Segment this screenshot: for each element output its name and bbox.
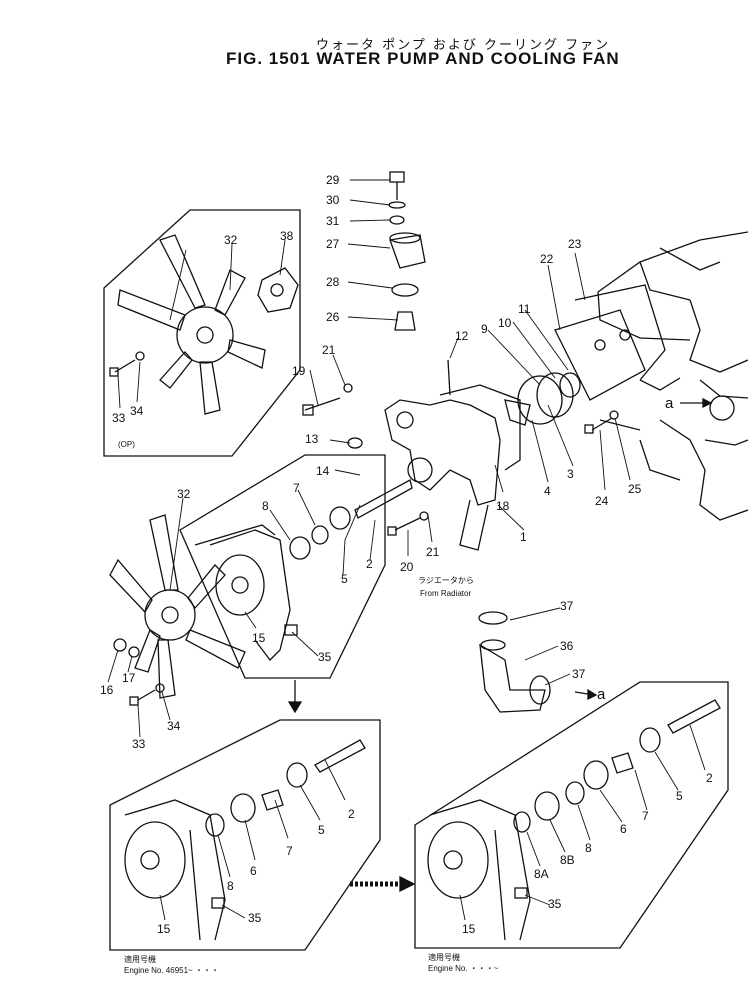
callout-34-op: 34 (130, 404, 144, 418)
lower-left-variant-box (109, 719, 381, 951)
callout-5-ll: 5 (318, 823, 325, 837)
callout-37-lower: 37 (572, 667, 586, 681)
callout-5-lr: 5 (676, 789, 683, 803)
callout-21-lower: 21 (426, 545, 440, 559)
callout-6-ll: 6 (250, 864, 257, 878)
callout-8-lr: 8 (585, 841, 592, 855)
right-engine-jp: 適用号機 (428, 952, 460, 962)
callout-a-lower: a (597, 686, 606, 703)
callout-a-upper: a (665, 395, 674, 412)
callout-3: 3 (567, 467, 574, 481)
callout-11: 11 (518, 302, 531, 316)
callout-22: 22 (540, 252, 554, 266)
optional-fan-box (103, 209, 301, 457)
callout-9: 9 (481, 322, 488, 336)
callout-34-main: 34 (167, 719, 181, 733)
callout-23: 23 (568, 237, 582, 251)
callout-6-lr: 6 (620, 822, 627, 836)
callout-7: 7 (293, 481, 300, 495)
callout-8a-lr: 8A (534, 867, 549, 881)
callout-10: 10 (498, 316, 512, 330)
callout-37-upper: 37 (560, 599, 574, 613)
callout-leader-lines (107, 179, 706, 921)
callout-35-lr: 35 (548, 897, 562, 911)
callout-5: 5 (341, 572, 348, 586)
callout-20: 20 (400, 560, 414, 574)
callout-1: 1 (520, 530, 527, 544)
from-radiator-jp: ラジエータから (418, 576, 474, 585)
callout-21-upper: 21 (322, 343, 336, 357)
op-note: (OP) (118, 440, 135, 449)
callout-35-ll: 35 (248, 911, 262, 925)
callout-26: 26 (326, 310, 340, 324)
callout-12: 12 (455, 329, 469, 343)
callout-27: 27 (326, 237, 340, 251)
callout-32-main: 32 (177, 487, 191, 501)
callout-33-main: 33 (132, 737, 146, 751)
callout-16: 16 (100, 683, 114, 697)
callout-35-main: 35 (318, 650, 332, 664)
lower-right-variant-box (414, 681, 729, 949)
left-engine-jp: 適用号機 (124, 954, 156, 964)
callout-25: 25 (628, 482, 642, 496)
callout-8-ll: 8 (227, 879, 234, 893)
callout-17: 17 (122, 671, 136, 685)
direction-arrows (287, 397, 713, 893)
left-engine-no: Engine No. 46951~ ・・・ (124, 966, 219, 975)
callout-24: 24 (595, 494, 609, 508)
title-japanese: ウォータ ポンプ および クーリング ファン (316, 38, 611, 53)
callout-7-ll: 7 (286, 844, 293, 858)
callout-14: 14 (316, 464, 330, 478)
callout-30: 30 (326, 193, 340, 207)
callout-4: 4 (544, 484, 551, 498)
callout-31: 31 (326, 214, 340, 228)
callout-36: 36 (560, 639, 574, 653)
callout-38-op: 38 (280, 229, 294, 243)
callout-19: 19 (292, 364, 306, 378)
right-engine-no: Engine No. ・・・~ (428, 964, 499, 973)
callout-15-ll: 15 (157, 922, 171, 936)
callout-33-op: 33 (112, 411, 126, 425)
callout-15-main: 15 (252, 631, 266, 645)
callout-28: 28 (326, 275, 340, 289)
callout-2-lr: 2 (706, 771, 713, 785)
radiator-hose-illustration (478, 611, 551, 713)
callout-29: 29 (326, 173, 340, 187)
callout-2: 2 (366, 557, 373, 571)
from-radiator-en: From Radiator (420, 589, 471, 598)
callout-8: 8 (262, 499, 269, 513)
water-pump-assembly (179, 171, 666, 679)
cooling-fan-illustration (109, 514, 246, 706)
callout-13: 13 (305, 432, 319, 446)
callout-32-op: 32 (224, 233, 238, 247)
engine-block-illustration (597, 231, 748, 521)
callout-15-lr: 15 (462, 922, 476, 936)
callout-labels: 29 30 31 27 28 26 12 9 10 11 22 23 21 19… (100, 173, 713, 975)
callout-7-lr: 7 (642, 809, 649, 823)
callout-8b-lr: 8B (560, 853, 575, 867)
callout-18: 18 (496, 499, 510, 513)
callout-2-ll: 2 (348, 807, 355, 821)
figure-title: FIG. 1501 WATER PUMP AND COOLING FAN (226, 49, 620, 68)
